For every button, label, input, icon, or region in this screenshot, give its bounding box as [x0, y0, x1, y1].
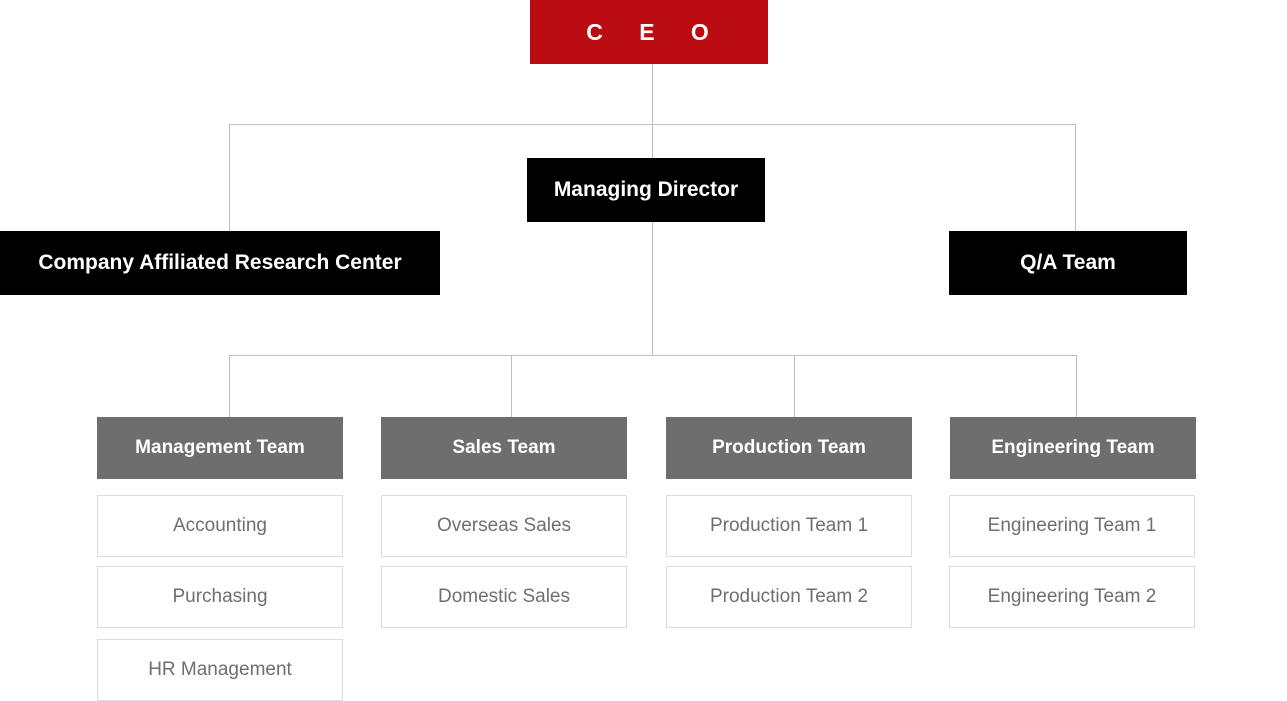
connector-qa-team — [1075, 124, 1076, 231]
qa-team-node: Q/A Team — [949, 231, 1187, 295]
research-center-node: Company Affiliated Research Center — [0, 231, 440, 295]
connector-sales-team — [511, 355, 512, 417]
unit-engineering-team-2: Engineering Team 2 — [949, 566, 1195, 628]
connector-production-team — [794, 355, 795, 417]
unit-domestic-sales: Domestic Sales — [381, 566, 627, 628]
connector-team-branch — [229, 355, 1076, 356]
management-team-node: Management Team — [97, 417, 343, 479]
managing-director-node: Managing Director — [527, 158, 765, 222]
engineering-team-node: Engineering Team — [950, 417, 1196, 479]
unit-overseas-sales: Overseas Sales — [381, 495, 627, 557]
connector-engineering-team — [1076, 355, 1077, 417]
connector-executive-branch — [229, 124, 1076, 125]
unit-engineering-team-1: Engineering Team 1 — [949, 495, 1195, 557]
ceo-node: C E O — [530, 0, 768, 64]
sales-team-node: Sales Team — [381, 417, 627, 479]
production-team-node: Production Team — [666, 417, 912, 479]
unit-hr-management: HR Management — [97, 639, 343, 701]
connector-management-team — [229, 355, 230, 417]
unit-accounting: Accounting — [97, 495, 343, 557]
unit-purchasing: Purchasing — [97, 566, 343, 628]
connector-research-center — [229, 124, 230, 231]
unit-production-team-2: Production Team 2 — [666, 566, 912, 628]
unit-production-team-1: Production Team 1 — [666, 495, 912, 557]
